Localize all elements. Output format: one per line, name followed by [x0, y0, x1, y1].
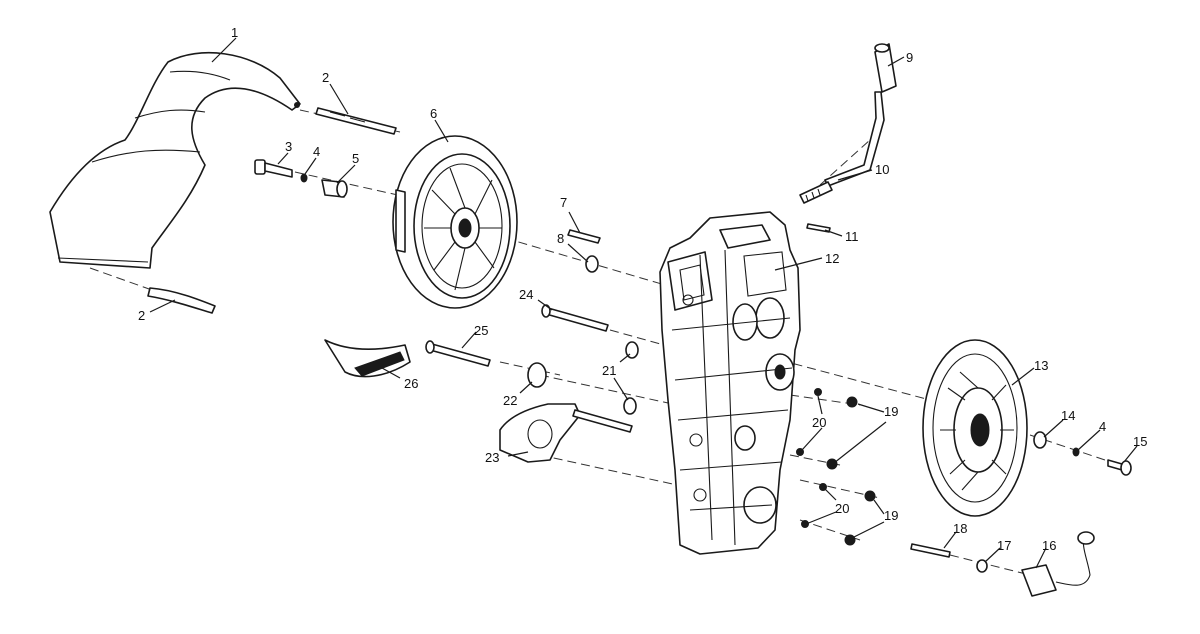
flange-nuts: [826, 396, 876, 546]
shift-lever: [799, 91, 885, 204]
callout-3: 3: [285, 139, 292, 154]
retaining-pin-lower: [147, 287, 216, 314]
drive-belt: [324, 339, 411, 378]
callout-20-upper: 20: [812, 415, 826, 430]
callout-12: 12: [825, 251, 839, 266]
callout-2-upper: 2: [322, 70, 329, 85]
long-bolt-24: [541, 304, 609, 332]
drive-pulley: [392, 135, 518, 309]
callout-24: 24: [519, 287, 533, 302]
retaining-pin-upper: [315, 107, 397, 135]
sensor-bolt: [910, 543, 951, 558]
callout-5: 5: [352, 151, 359, 166]
callout-21: 21: [602, 363, 616, 378]
gearbox-housing: [659, 211, 801, 555]
spacer-bushing: [321, 179, 348, 198]
callout-7: 7: [560, 195, 567, 210]
speed-sensor: [1021, 531, 1095, 597]
brake-disc: [922, 339, 1028, 517]
long-bolt-25: [425, 340, 491, 367]
callout-labels: 1 2 2 3 4 5 6 7 8 9 10 11 12 13 14 4 15 …: [138, 25, 1147, 553]
cap-screw: [254, 159, 293, 178]
hex-bolt-right: [1107, 459, 1132, 476]
callout-4-right: 4: [1099, 419, 1106, 434]
callout-6: 6: [430, 106, 437, 121]
callout-4-left: 4: [313, 144, 320, 159]
flat-washer: [1033, 431, 1047, 449]
belt-guard-cover: [49, 52, 301, 269]
leader-lines: [149, 37, 1138, 569]
dowel-pin: [567, 229, 601, 244]
callout-26: 26: [404, 376, 418, 391]
callout-25: 25: [474, 323, 488, 338]
callout-11: 11: [845, 229, 859, 244]
mounting-bracket: [499, 403, 633, 463]
o-ring-small: [976, 559, 988, 573]
callout-9: 9: [906, 50, 913, 65]
callout-15: 15: [1133, 434, 1147, 449]
washers: [796, 388, 827, 528]
shift-knob: [874, 43, 897, 93]
callout-17: 17: [997, 538, 1011, 553]
callout-22: 22: [503, 393, 517, 408]
callout-8: 8: [557, 231, 564, 246]
callout-18: 18: [953, 521, 967, 536]
callout-2-lower: 2: [138, 308, 145, 323]
callout-13: 13: [1034, 358, 1048, 373]
plate-22: [527, 362, 547, 388]
callout-19-lower: 19: [884, 508, 898, 523]
callout-1: 1: [231, 25, 238, 40]
callout-10: 10: [875, 162, 889, 177]
lock-washer-right: [1072, 447, 1080, 457]
callout-16: 16: [1042, 538, 1056, 553]
callout-19-upper: 19: [884, 404, 898, 419]
callout-20-lower: 20: [835, 501, 849, 516]
lock-washer: [300, 173, 308, 183]
callout-14: 14: [1061, 408, 1075, 423]
callout-23: 23: [485, 450, 499, 465]
o-ring: [585, 255, 599, 273]
washer-21: [623, 341, 639, 415]
